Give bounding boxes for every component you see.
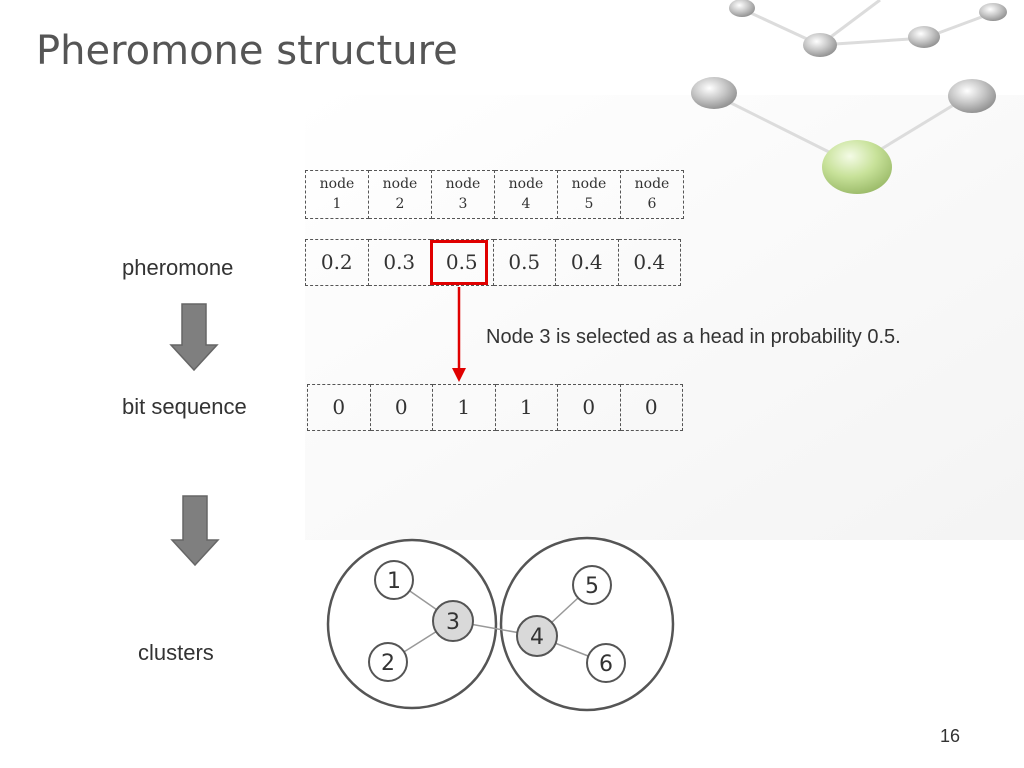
bit-cell: 1 xyxy=(432,384,496,431)
node-3-head: 3 xyxy=(432,600,474,642)
pheromone-cell: 0.2 xyxy=(305,239,369,286)
selection-arrow xyxy=(452,287,466,382)
node-1: 1 xyxy=(374,560,414,600)
node-6: 6 xyxy=(586,643,626,683)
pheromone-label: pheromone xyxy=(122,255,234,280)
bit-cell: 0 xyxy=(557,384,621,431)
selected-cell-highlight xyxy=(430,240,488,285)
svg-text:2: 2 xyxy=(381,651,395,676)
node-5: 5 xyxy=(572,565,612,605)
clusters-label: clusters xyxy=(138,640,214,665)
svg-text:6: 6 xyxy=(599,652,613,677)
selection-annotation: Node 3 is selected as a head in probabil… xyxy=(486,326,901,348)
down-arrow-icon xyxy=(170,495,220,567)
cluster-a-boundary xyxy=(326,538,498,710)
pheromone-table: 0.2 0.3 0.5 0.5 0.4 0.4 xyxy=(305,239,681,286)
down-arrow-icon xyxy=(169,303,219,372)
svg-text:5: 5 xyxy=(585,574,599,599)
slide-title: Pheromone structure xyxy=(36,28,458,74)
bit-sequence-table: 0 0 1 1 0 0 xyxy=(307,384,683,431)
bit-cell: 0 xyxy=(307,384,371,431)
cluster-b-boundary xyxy=(499,536,675,712)
pheromone-cell: 0.4 xyxy=(617,239,681,286)
svg-text:3: 3 xyxy=(446,610,460,635)
pheromone-cell-selected: 0.5 xyxy=(430,239,494,286)
svg-text:4: 4 xyxy=(530,625,544,650)
pheromone-cell: 0.3 xyxy=(367,239,431,286)
deco-spheres xyxy=(691,0,1007,194)
svg-text:1: 1 xyxy=(387,569,401,594)
bit-cell: 0 xyxy=(619,384,683,431)
page-number: 16 xyxy=(940,726,961,746)
node-4-head: 4 xyxy=(516,615,558,657)
bit-cell: 1 xyxy=(494,384,558,431)
pheromone-cell: 0.4 xyxy=(555,239,619,286)
node-2: 2 xyxy=(368,642,408,682)
bit-sequence-label: bit sequence xyxy=(122,394,247,419)
pheromone-cell: 0.5 xyxy=(492,239,556,286)
